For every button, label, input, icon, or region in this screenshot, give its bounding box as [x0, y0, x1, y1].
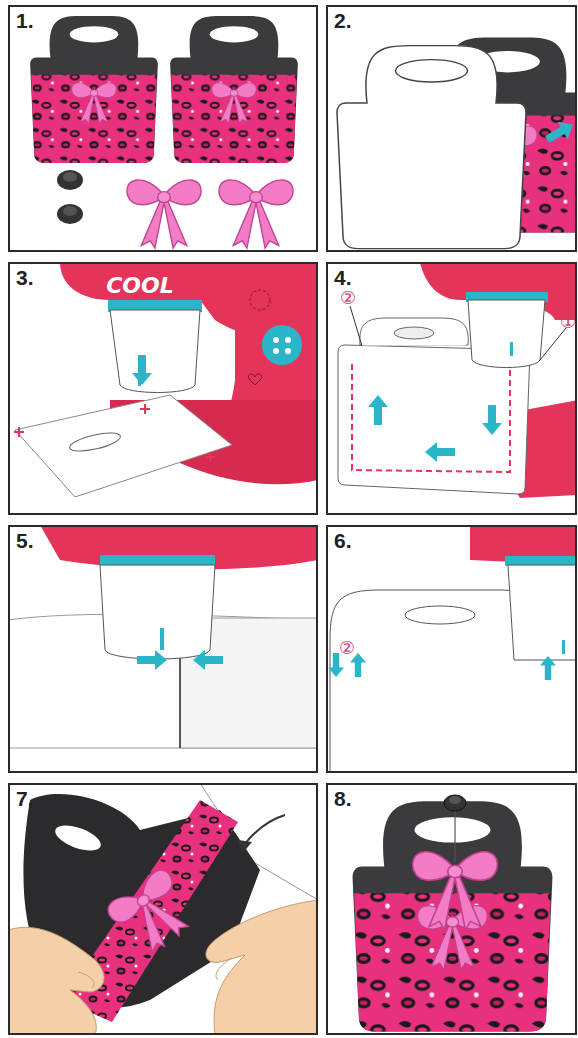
sewing-machine-start-part [68, 429, 122, 454]
needle-alignment-part [100, 565, 215, 659]
turning-corner [328, 525, 577, 773]
sewing-around-edge-part [362, 343, 466, 346]
sewing-around-edge-part [352, 360, 510, 472]
template-on-fabric-part [542, 116, 577, 148]
needle-alignment [8, 525, 318, 748]
sewing-around-edge [338, 262, 577, 498]
step-panel: 3. [8, 262, 318, 515]
step-panel: 6. [326, 525, 577, 773]
needle-alignment-part [193, 650, 223, 670]
needle-alignment-part [137, 650, 167, 670]
sewing-machine-start-part [15, 395, 232, 497]
sewing-around-edge-part [510, 342, 513, 356]
step-number: 4. [334, 266, 352, 290]
step-number: 7. [16, 787, 34, 811]
sewing-machine-start-part [248, 374, 261, 385]
sewing-machine-start-part [132, 355, 152, 385]
turning-bag-out-part [78, 958, 232, 988]
template-on-fabric [337, 37, 577, 248]
bag-kit-parts [30, 16, 298, 248]
needle-alignment-part [160, 628, 164, 650]
step-panel: 7. [8, 783, 318, 1035]
template-on-fabric-part-part [337, 46, 526, 249]
turning-bag-out-part [244, 815, 285, 845]
sewing-machine-start-part [250, 290, 270, 310]
step-panel: 1. [8, 5, 318, 252]
sewing-machine-start-part [285, 348, 291, 354]
step-panel: 2. [326, 5, 577, 252]
sewing-around-edge-part [482, 405, 502, 435]
turning-corner-part [508, 565, 577, 660]
sewing-machine-start-part [273, 337, 279, 343]
callout-number: ② [340, 289, 356, 307]
step-panel: 5. [8, 525, 318, 773]
needle-alignment-part [8, 614, 318, 748]
turning-bag-out [8, 783, 318, 1035]
sewing-machine-start-part [273, 348, 279, 354]
sewing-around-edge-part [350, 306, 566, 360]
bag-kit-parts-part [30, 16, 158, 163]
sewing-around-edge-part [360, 318, 468, 345]
turning-bag-out-part [8, 927, 104, 1035]
turning-bag-out-part [104, 866, 201, 962]
bag-kit-parts-part [127, 180, 201, 248]
turning-bag-out-part [206, 900, 318, 1035]
sewing-around-edge-part [394, 327, 434, 339]
finished-bag-part [449, 796, 461, 804]
template-on-fabric-part-part [396, 60, 468, 82]
turning-corner-part [405, 606, 475, 624]
finished-bag-part [444, 795, 466, 811]
machine-brand: COOL [106, 275, 174, 297]
step-number: 1. [16, 9, 34, 33]
callout-number: ① [560, 313, 576, 331]
sewing-machine-start-part [110, 310, 200, 393]
step-number: 8. [334, 787, 352, 811]
sewing-around-edge-part [368, 395, 388, 425]
finished-bag [353, 795, 553, 1031]
turning-corner-part [540, 656, 556, 680]
bag-kit-parts-part [63, 206, 77, 216]
sewing-machine-start-part [285, 337, 291, 343]
sewing-machine-start [14, 262, 318, 497]
step-number: 2. [334, 9, 352, 33]
finished-bag-part [413, 852, 498, 930]
bag-kit-parts-part [57, 204, 83, 224]
finished-bag-part [454, 808, 455, 862]
sewing-machine-start-part [14, 404, 215, 462]
sewing-around-edge-part [468, 300, 545, 368]
needle-alignment-part [40, 525, 318, 569]
bag-kit-parts-part [170, 16, 298, 163]
step-number: 3. [16, 266, 34, 290]
step-panel: 4. [326, 262, 577, 515]
finished-bag-part [353, 801, 553, 1031]
bag-kit-parts-part [219, 180, 293, 248]
sewing-around-edge-part [425, 442, 455, 462]
turning-bag-out-part [238, 840, 252, 854]
step-number: 5. [16, 529, 34, 553]
turning-corner-part [470, 525, 577, 565]
bag-kit-parts-part [57, 170, 83, 190]
step-number: 6. [334, 529, 352, 553]
template-on-fabric-part [337, 46, 526, 249]
turning-corner-part [562, 640, 565, 654]
callout-number: ② [339, 639, 355, 657]
bag-kit-parts-part [63, 172, 77, 182]
turning-bag-out-part [52, 820, 104, 855]
step-panel: 8. [326, 783, 577, 1035]
sewing-machine-start-part [262, 325, 302, 365]
